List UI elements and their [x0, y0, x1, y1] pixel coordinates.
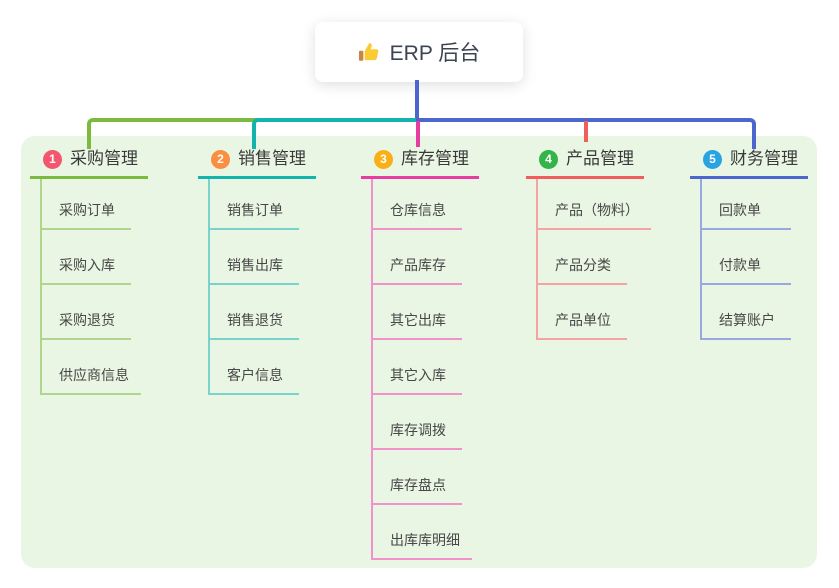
root-node[interactable]: ERP 后台: [315, 22, 523, 82]
child-node[interactable]: 库存调拨: [373, 395, 462, 450]
child-node[interactable]: 其它出库: [373, 285, 462, 340]
branch-label: 产品管理: [566, 149, 634, 168]
connector-branch-4: [584, 121, 588, 142]
child-node[interactable]: 采购退货: [42, 285, 131, 340]
branch-number-badge: 3: [374, 149, 393, 169]
branch-node[interactable]: 1 采购管理: [30, 148, 148, 179]
branch-children: 产品（物料）产品分类产品单位: [536, 179, 651, 340]
branch-number-badge: 4: [539, 149, 558, 169]
child-node[interactable]: 付款单: [702, 230, 791, 285]
branch-4: 4 产品管理产品（物料）产品分类产品单位: [526, 148, 651, 340]
connector-branch-5: [416, 118, 756, 149]
branch-number-badge: 2: [211, 149, 230, 169]
child-node[interactable]: 销售出库: [210, 230, 299, 285]
child-node[interactable]: 回款单: [702, 179, 791, 230]
child-node[interactable]: 其它入库: [373, 340, 462, 395]
connector-branch-3: [416, 121, 420, 147]
child-node[interactable]: 客户信息: [210, 340, 299, 395]
child-node[interactable]: 产品库存: [373, 230, 462, 285]
branch-children: 回款单付款单结算账户: [700, 179, 791, 340]
child-node[interactable]: 产品单位: [538, 285, 627, 340]
branch-node[interactable]: 2 销售管理: [198, 148, 316, 179]
branch-children: 销售订单销售出库销售退货客户信息: [208, 179, 299, 395]
branch-node[interactable]: 3 库存管理: [361, 148, 479, 179]
connector-branch-1: [87, 118, 262, 149]
root-title: ERP 后台: [389, 42, 481, 65]
child-node[interactable]: 产品（物料）: [538, 179, 651, 230]
branch-1: 1 采购管理采购订单采购入库采购退货供应商信息: [30, 148, 148, 395]
branch-5: 5 财务管理回款单付款单结算账户: [690, 148, 808, 340]
branch-children: 采购订单采购入库采购退货供应商信息: [40, 179, 141, 395]
child-node[interactable]: 仓库信息: [373, 179, 462, 230]
branch-children: 仓库信息产品库存其它出库其它入库库存调拨库存盘点出库库明细: [371, 179, 472, 560]
branch-node[interactable]: 5 财务管理: [690, 148, 808, 179]
child-node[interactable]: 库存盘点: [373, 450, 462, 505]
thumbs-up-icon: [358, 41, 381, 64]
branch-2: 2 销售管理销售订单销售出库销售退货客户信息: [198, 148, 316, 395]
branch-number-badge: 5: [703, 149, 722, 169]
child-node[interactable]: 采购入库: [42, 230, 131, 285]
connector-branch-2: [252, 118, 423, 149]
branch-label: 采购管理: [70, 149, 138, 168]
branch-label: 库存管理: [401, 149, 469, 168]
child-node[interactable]: 结算账户: [702, 285, 791, 340]
branch-label: 销售管理: [238, 149, 306, 168]
child-node[interactable]: 采购订单: [42, 179, 131, 230]
branch-label: 财务管理: [730, 149, 798, 168]
child-node[interactable]: 产品分类: [538, 230, 627, 285]
child-node[interactable]: 销售订单: [210, 179, 299, 230]
child-node[interactable]: 出库库明细: [373, 505, 472, 560]
branch-3: 3 库存管理仓库信息产品库存其它出库其它入库库存调拨库存盘点出库库明细: [361, 148, 479, 560]
branch-node[interactable]: 4 产品管理: [526, 148, 644, 179]
connector-root-vertical: [415, 80, 419, 122]
child-node[interactable]: 销售退货: [210, 285, 299, 340]
mindmap-canvas-panel: [21, 136, 817, 568]
branch-number-badge: 1: [43, 149, 62, 169]
child-node[interactable]: 供应商信息: [42, 340, 141, 395]
